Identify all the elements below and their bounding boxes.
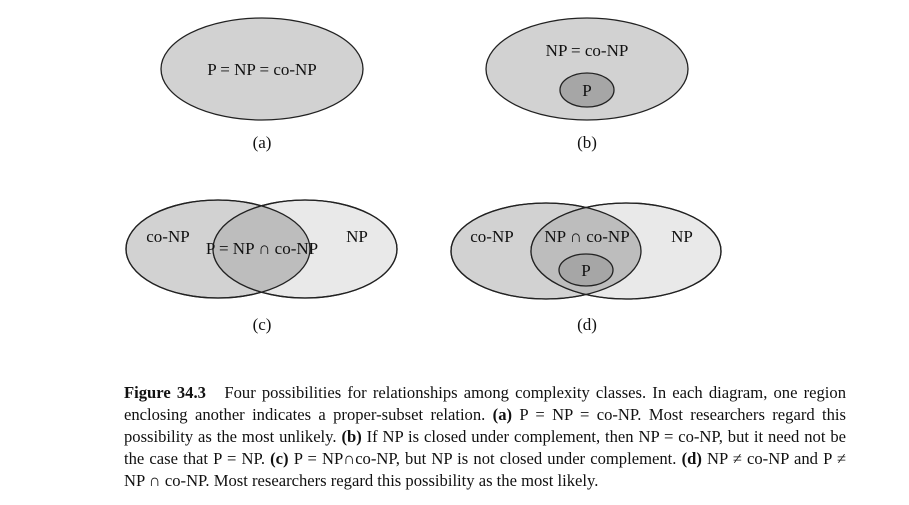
caption-b-text: If NP is closed under complement, then N… [124, 427, 846, 468]
diagram-d-tag: (d) [577, 315, 597, 334]
diagram-a-region-label: P = NP = co-NP [207, 60, 317, 79]
diagram-b-tag: (b) [577, 133, 597, 152]
p-region [558, 253, 614, 287]
diagram-c-right-label: NP [346, 227, 368, 246]
diagram-b-inner-label: P [582, 81, 591, 100]
caption-c-tag: (c) [270, 449, 289, 468]
diagram-b-outer-label: NP = co-NP [546, 41, 629, 60]
caption-a-text: P = NP = co-NP. Most researchers regard … [124, 405, 846, 446]
diagram-b: NP = co-NP P (b) [485, 17, 689, 152]
diagram-c-tag: (c) [253, 315, 272, 334]
caption-c-text: P = NP∩co-NP, but NP is not closed under… [293, 449, 677, 468]
diagram-a: P = NP = co-NP (a) [160, 17, 364, 152]
caption-a-tag: (a) [492, 405, 513, 424]
caption-d-text: NP ≠ co-NP and P ≠ NP ∩ co-NP. Most rese… [124, 449, 846, 490]
caption-b-tag: (b) [341, 427, 362, 446]
caption-intro: Four possibilities for relationships amo… [124, 383, 847, 424]
p-np-conp-region [160, 17, 364, 121]
diagram-c-left-label: co-NP [146, 227, 189, 246]
caption-d-tag: (d) [681, 449, 702, 468]
diagram-c-intersection-label: P = NP ∩ co-NP [206, 239, 318, 258]
p-region [559, 72, 615, 108]
figure-caption: Figure 34.3 Four possibilities for relat… [124, 382, 846, 492]
diagram-d: co-NP NP NP ∩ co-NP P (d) [450, 202, 722, 334]
diagram-d-inner-label: P [581, 261, 590, 280]
diagram-d-left-label: co-NP [470, 227, 513, 246]
intersection-region [213, 200, 310, 298]
figure-label: Figure 34.3 [124, 383, 206, 402]
diagram-c: co-NP NP P = NP ∩ co-NP (c) [125, 199, 398, 334]
diagram-d-intersection-label: NP ∩ co-NP [544, 227, 629, 246]
diagram-a-tag: (a) [253, 133, 272, 152]
np-conp-region [485, 17, 689, 121]
diagram-d-right-label: NP [671, 227, 693, 246]
complexity-diagrams: P = NP = co-NP (a) NP = co-NP P (b) co-N… [125, 17, 722, 334]
